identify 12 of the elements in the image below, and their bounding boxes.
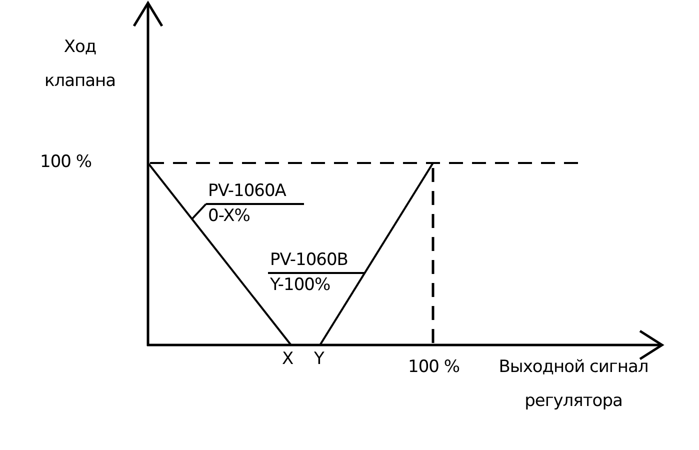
valve-tag: PV-1060B	[270, 249, 348, 271]
tick-label: Y	[314, 348, 324, 370]
axis-title: Ход клапана	[43, 36, 117, 93]
leader-line	[348, 272, 365, 274]
tick-label: X	[282, 348, 294, 370]
valve-tag: PV-1060A	[208, 180, 304, 202]
range-label: Y-100%	[270, 274, 332, 296]
leader-line	[191, 203, 207, 220]
tick-label: 100 %	[40, 151, 92, 173]
axis-title: Выходной сигнал регулятора	[498, 356, 650, 413]
range-label: 0-X%	[208, 205, 251, 227]
tick-label: 100 %	[408, 356, 460, 378]
